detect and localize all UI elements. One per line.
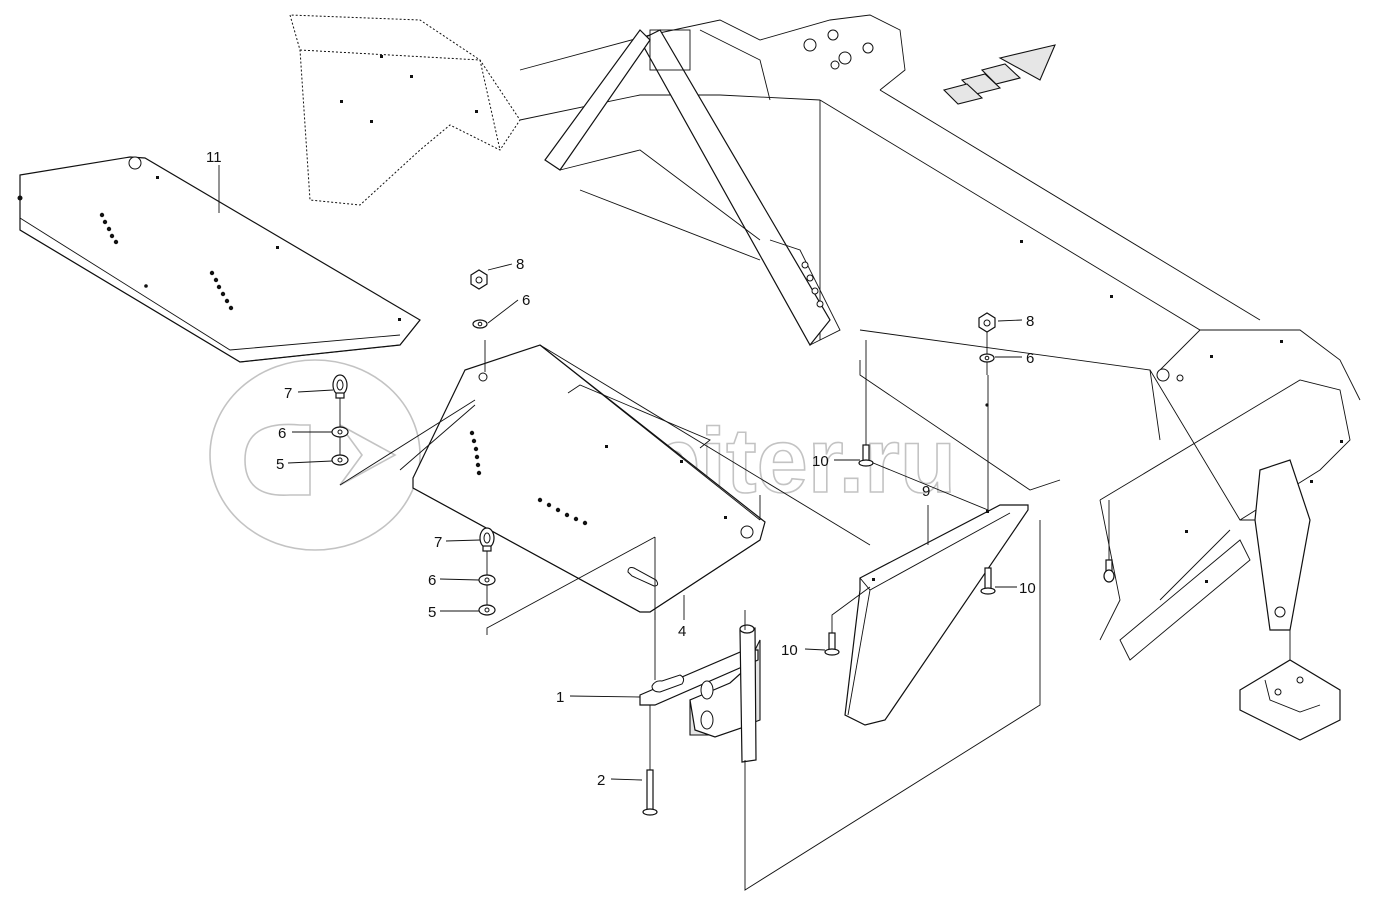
callout-6-upper: 6 [278, 425, 286, 442]
chassis-frame [289, 14, 1361, 741]
callout-8-right: 8 [1026, 313, 1034, 330]
callout-labels: 11 8 6 7 6 5 7 6 5 8 6 9 10 10 10 4 1 2 [206, 149, 1036, 789]
callout-11: 11 [206, 149, 222, 166]
callout-6-left-top: 6 [522, 292, 530, 309]
direction-arrow-icon [942, 44, 1056, 105]
callout-7-lower: 7 [434, 534, 442, 551]
callout-7-upper: 7 [284, 385, 292, 402]
part-1-bracket [639, 520, 1041, 891]
callout-10-left: 10 [781, 642, 798, 659]
callout-10-right: 10 [1019, 580, 1036, 597]
callout-4: 4 [678, 623, 686, 640]
fastener-stack-right [978, 312, 996, 407]
part-2-bolt [642, 769, 658, 816]
fastener-stack-left [470, 269, 488, 329]
callout-6-right: 6 [1026, 350, 1034, 367]
part-11-holes [17, 176, 401, 321]
callout-1: 1 [556, 689, 564, 706]
fastener-stack-7-6-5-upper [331, 374, 349, 466]
callout-10-top: 10 [812, 453, 829, 470]
part-9-plate [831, 340, 1061, 726]
fastener-stack-7-6-5-lower [478, 527, 496, 616]
callout-5-upper: 5 [276, 456, 284, 473]
part-11-plate [17, 156, 421, 363]
callout-5-lower: 5 [428, 604, 436, 621]
part-4-holes [469, 430, 727, 526]
callout-6-lower: 6 [428, 572, 436, 589]
callout-2: 2 [597, 772, 605, 789]
callout-leaders [218, 165, 1023, 781]
part-10-bolts [824, 444, 1115, 656]
callout-9: 9 [922, 483, 930, 500]
callout-8-left: 8 [516, 256, 524, 273]
